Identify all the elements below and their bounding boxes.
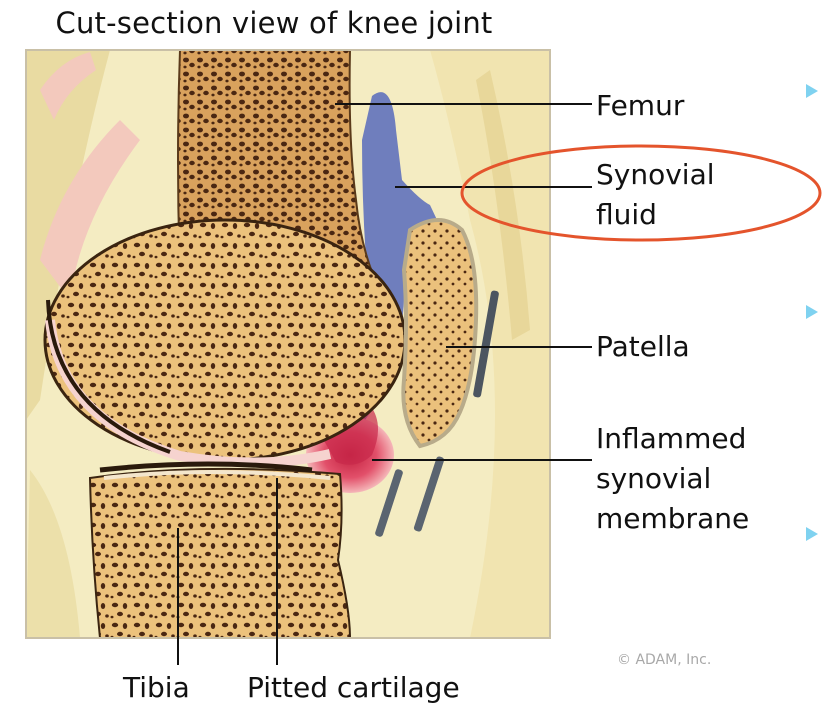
femur-condyle bbox=[45, 220, 405, 460]
label-synovial-line2: fluid bbox=[596, 195, 715, 235]
bullet-arrow-icon bbox=[806, 305, 818, 319]
label-inflamed-synovial-membrane: Inflammed synovial membrane bbox=[596, 419, 749, 539]
label-inflamed-line2: synovial bbox=[596, 459, 749, 499]
bullet-arrow-icon bbox=[806, 84, 818, 98]
label-inflamed-line3: membrane bbox=[596, 499, 749, 539]
label-synovial-line1: Synovial bbox=[596, 155, 715, 195]
label-synovial-fluid: Synovial fluid bbox=[596, 155, 715, 235]
label-inflamed-line1: Inflammed bbox=[596, 419, 749, 459]
copyright-notice: © ADAM, Inc. bbox=[617, 652, 711, 668]
label-pitted-cartilage: Pitted cartilage bbox=[247, 668, 460, 708]
label-femur: Femur bbox=[596, 86, 684, 126]
label-patella: Patella bbox=[596, 327, 690, 367]
label-tibia: Tibia bbox=[123, 668, 190, 708]
tibia bbox=[90, 469, 350, 638]
bullet-arrow-icon bbox=[806, 527, 818, 541]
